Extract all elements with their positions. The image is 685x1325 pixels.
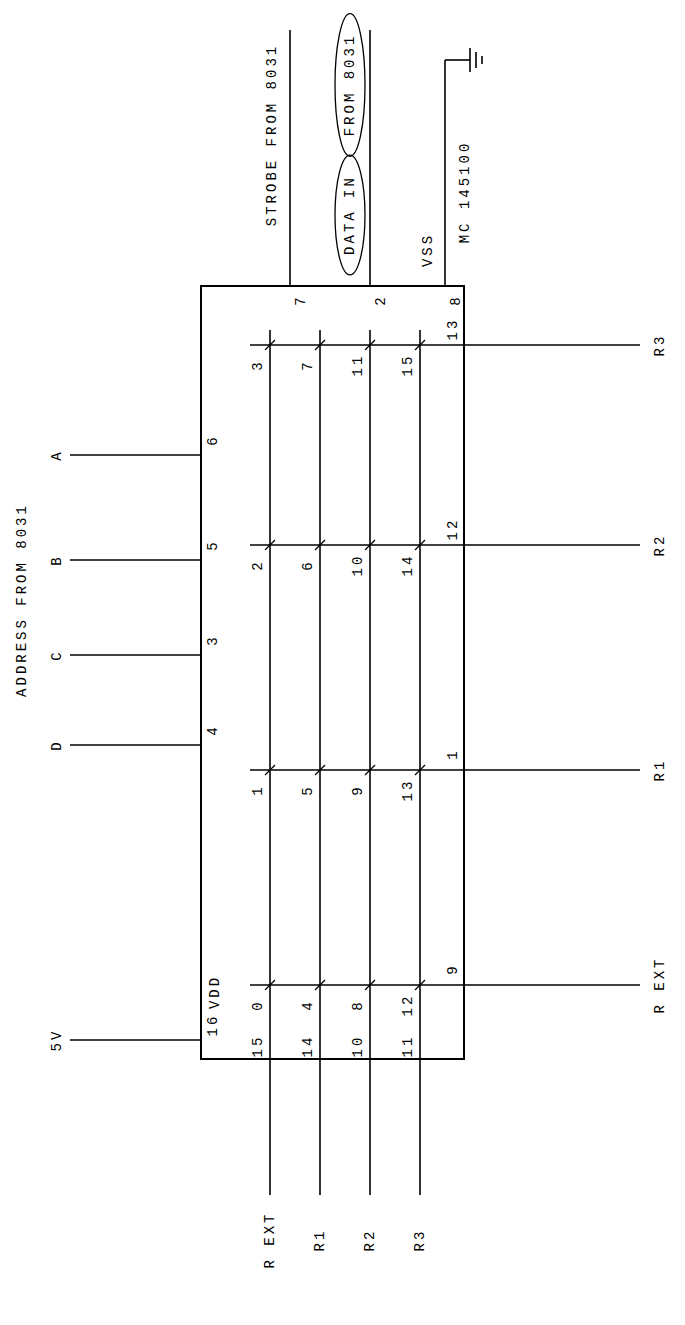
hand-circle <box>335 14 365 157</box>
crosspoint-number: 4 <box>300 999 316 1010</box>
crosspoint-number: 3 <box>250 359 266 370</box>
address-wire <box>70 1039 200 1041</box>
crosspoint-tick <box>415 765 425 775</box>
crosspoint-tick <box>265 540 275 550</box>
crosspoint-number: 10 <box>350 554 366 577</box>
crosspoint-tick <box>265 980 275 990</box>
pin-number: 9 <box>445 963 461 974</box>
signal-name: STROBE FROM 8031 <box>264 44 280 226</box>
crosspoint-number: 12 <box>400 994 416 1017</box>
pin-number: 6 <box>205 434 221 445</box>
address-wire <box>70 454 200 456</box>
signal-name: 5V <box>49 1029 65 1052</box>
signal-name: R2 <box>652 534 668 557</box>
crosspoint-number: 7 <box>300 359 316 370</box>
pin-number: 4 <box>205 724 221 735</box>
crosspoint-number: 15 <box>400 354 416 377</box>
ground-symbol <box>475 52 477 68</box>
signal-name: C <box>49 649 65 660</box>
crosspoint-tick <box>315 540 325 550</box>
column-wire <box>250 544 640 546</box>
pin-name: VSS <box>420 233 436 267</box>
signal-name: B <box>49 554 65 565</box>
row-wire <box>319 330 321 1195</box>
crosspoint-tick <box>415 540 425 550</box>
pin-number: 10 <box>350 1035 366 1058</box>
crosspoint-number: 6 <box>300 559 316 570</box>
crosspoint-number: 11 <box>350 354 366 377</box>
address-wire <box>70 744 200 746</box>
crosspoint-tick <box>365 765 375 775</box>
pin-number: 5 <box>205 539 221 550</box>
crosspoint-tick <box>365 540 375 550</box>
crosspoint-tick <box>415 980 425 990</box>
crosspoint-tick <box>315 980 325 990</box>
vss-wire <box>444 60 446 285</box>
crosspoint-tick <box>315 765 325 775</box>
pin-number: 7 <box>293 294 309 305</box>
crosspoint-tick <box>365 340 375 350</box>
signal-name: A <box>49 449 65 460</box>
signal-name: R1 <box>652 759 668 782</box>
row-wire <box>419 330 421 1195</box>
ground-symbol <box>481 56 483 64</box>
pin-number: 3 <box>205 634 221 645</box>
column-wire <box>250 344 640 346</box>
bus-label: ADDRESS FROM 8031 <box>14 503 30 697</box>
pin-number: 13 <box>445 318 461 341</box>
pin-number: 15 <box>250 1035 266 1058</box>
crosspoint-number: 2 <box>250 559 266 570</box>
address-wire <box>70 559 200 561</box>
crosspoint-tick <box>365 980 375 990</box>
crosspoint-number: 14 <box>400 554 416 577</box>
crosspoint-number: 5 <box>300 784 316 795</box>
pin-number: 8 <box>448 294 464 305</box>
column-wire <box>250 769 640 771</box>
signal-name: R3 <box>652 334 668 357</box>
data-wire <box>369 30 371 285</box>
pin-number: 16 <box>205 1014 221 1037</box>
crosspoint-tick <box>415 340 425 350</box>
crosspoint-number: 9 <box>350 784 366 795</box>
pin-number: 12 <box>445 518 461 541</box>
signal-name: D <box>49 739 65 750</box>
address-wire <box>70 654 200 656</box>
part-number: MC 145100 <box>457 141 473 244</box>
crosspoint-number: 0 <box>250 999 266 1010</box>
row-wire <box>269 330 271 1195</box>
signal-name: R3 <box>412 1229 428 1252</box>
column-wire <box>250 984 640 986</box>
row-wire <box>369 330 371 1195</box>
crosspoint-number: 1 <box>250 784 266 795</box>
pin-number: 2 <box>373 294 389 305</box>
signal-name: R EXT <box>652 956 668 1013</box>
signal-name: R1 <box>312 1229 328 1252</box>
pin-number: 14 <box>300 1035 316 1058</box>
signal-name: FROM 8031 <box>342 34 358 137</box>
signal-name: R EXT <box>262 1211 278 1268</box>
pin-name: VDD <box>207 975 223 1009</box>
crosspoint-tick <box>265 765 275 775</box>
hand-circle <box>335 155 365 275</box>
crosspoint-number: 8 <box>350 999 366 1010</box>
ic-package: VDDMC 145100 <box>200 285 465 1060</box>
ground-symbol <box>469 48 471 72</box>
strobe-wire <box>289 30 291 285</box>
crosspoint-number: 13 <box>400 779 416 802</box>
pin-number: 1 <box>445 748 461 759</box>
crosspoint-tick <box>265 340 275 350</box>
signal-name: DATA IN <box>342 175 358 255</box>
vss-wire <box>445 59 470 61</box>
pin-number: 11 <box>400 1035 416 1058</box>
signal-name: R2 <box>362 1229 378 1252</box>
crosspoint-tick <box>315 340 325 350</box>
